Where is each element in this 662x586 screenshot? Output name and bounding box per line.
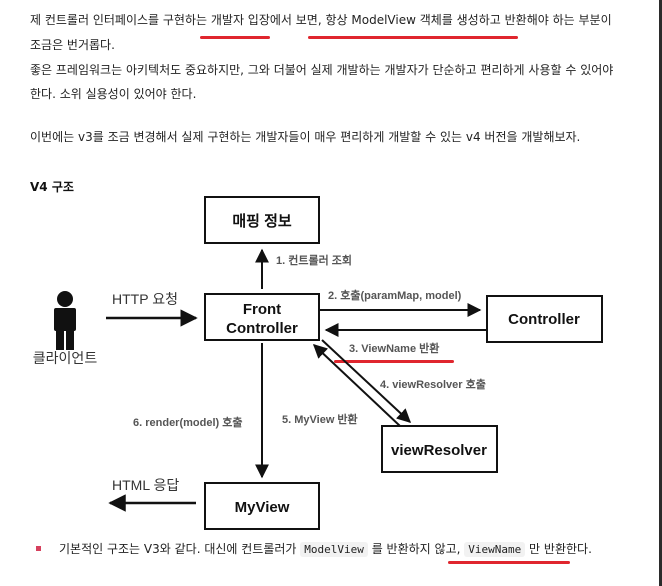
step2-label: 2. 호출(paramMap, model) [328,288,462,302]
intro-line-1: 제 컨트롤러 인터페이스를 구현하는 개발자 입장에서 보면, 항상 Model… [30,8,612,32]
step5-arrow [312,344,401,427]
highlight-developer-view: 개발자 입장 [210,13,270,27]
intro-line-2: 조금은 번거롭다. [30,38,115,52]
intro-line-1-part: 에서 보면, [269,13,326,27]
client-label: 클라이언트 [33,350,98,366]
bullet-text: 기본적인 구조는 V3와 같다. 대신에 컨트롤러가 [59,542,301,556]
myview-box: MyView [204,482,320,530]
mapping-info-label: 매핑 정보 [232,212,292,230]
inline-code-modelview: ModelView [300,542,368,557]
section-title: V4 구조 [30,180,74,194]
front-controller-box: Front Controller [204,293,320,341]
bullet-text: 를 반환하지 않고, [367,542,465,556]
step4-label: 4. viewResolver 호출 [380,377,486,391]
highlight-always-return-modelview: 항상 ModelView 객체를 생성하고 반환 [325,13,527,27]
list-item: 기본적인 구조는 V3와 같다. 대신에 컨트롤러가 ModelView 를 반… [36,539,592,560]
intro-line-1-part: 해야 하는 부분이 [526,13,612,27]
step4-arrow [321,339,412,423]
step6-label: 6. render(model) 호출 [133,415,242,429]
v4-architecture-diagram: 매핑 정보 Front Controller Controller viewRe… [33,196,603,530]
client-person-icon [54,291,76,350]
mapping-info-box: 매핑 정보 [204,196,320,244]
view-resolver-box: viewResolver [381,425,498,473]
intro-line-5: 이번에는 v3를 조금 변경해서 실제 구현하는 개발자들이 매우 편리하게 개… [30,130,581,144]
controller-box: Controller [486,295,603,343]
intro-line-1-part: 제 컨트롤러 인터페이스를 구현하는 [30,13,211,27]
underline-viewname-return [448,561,570,564]
front-controller-label-2: Controller [226,320,298,337]
inline-code-viewname: ViewName [464,542,526,557]
intro-line-3: 좋은 프레임워크는 아키텍처도 중요하지만, 그와 더불어 실제 개발하는 개발… [30,63,614,77]
step3-label: 3. ViewName 반환 [349,341,439,355]
underline-modelview [308,36,518,39]
step3-underline [334,360,454,363]
scrollbar-edge[interactable] [659,0,662,586]
intro-line-4: 한다. 소위 실용성이 있어야 한다. [30,87,197,101]
http-request-label: HTTP 요청 [112,291,178,307]
myview-label: MyView [235,499,290,516]
controller-label: Controller [508,311,580,328]
html-response-label: HTML 응답 [112,477,179,493]
underline-developer-view [200,36,270,39]
front-controller-label-1: Front [243,301,281,318]
step5-label: 5. MyView 반환 [282,412,358,426]
step1-label: 1. 컨트롤러 조회 [276,253,352,267]
bullet-icon [36,546,41,551]
bullet-text: 만 반환한다. [525,542,592,556]
view-resolver-label: viewResolver [391,442,487,459]
